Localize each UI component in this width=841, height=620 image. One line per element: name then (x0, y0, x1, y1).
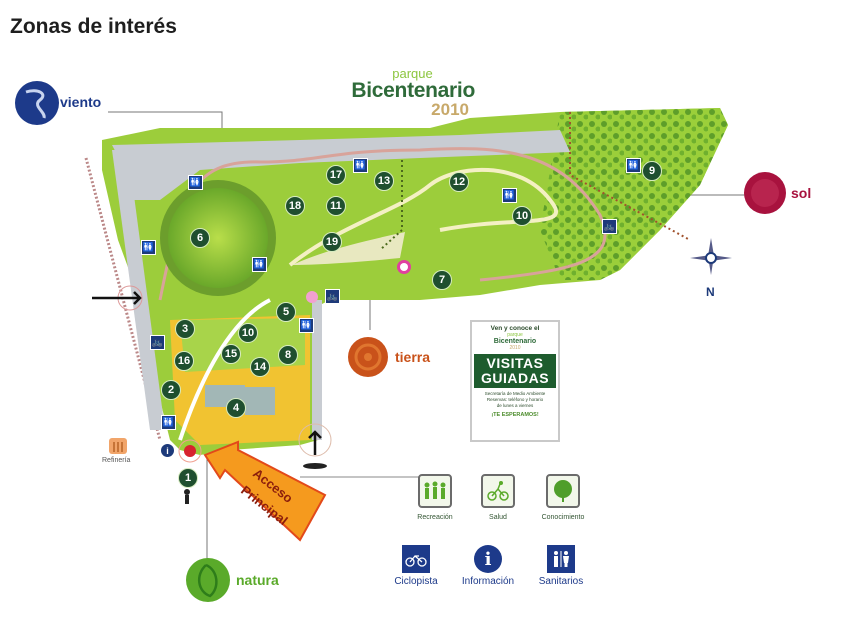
legend-restrooms[interactable] (547, 545, 575, 573)
logo-year: 2010 (431, 100, 469, 119)
people-icon (424, 481, 446, 499)
map-restroom-icon[interactable]: 🚻 (141, 240, 156, 255)
promo-line1: Ven y conoce el (490, 325, 540, 332)
compass-icon (690, 238, 732, 275)
map-marker-3[interactable]: 3 (175, 319, 195, 339)
legend-bike-lane-label: Ciclopista (394, 576, 438, 587)
legend-bike-lane[interactable] (402, 545, 430, 573)
map-marker-9[interactable]: 9 (642, 161, 662, 181)
promo-cta: ¡TE ESPERAMOS! (491, 412, 539, 418)
map-restroom-icon[interactable]: 🚻 (161, 415, 176, 430)
map-restroom-icon[interactable]: 🚻 (299, 318, 314, 333)
legend-knowledge-label: Conocimiento (541, 514, 585, 521)
promo-band: VISITAS GUIADAS (474, 354, 556, 388)
map-marker-7[interactable]: 7 (432, 270, 452, 290)
map-marker-16[interactable]: 16 (174, 351, 194, 371)
map-marker-1[interactable]: 1 (178, 468, 198, 488)
promo-info1: Secretaría de Medio Ambiente (484, 391, 546, 396)
bicycle-icon (405, 555, 427, 567)
compass-label: N (706, 285, 715, 299)
legend-recreation[interactable] (418, 474, 452, 508)
map-bicycle-icon[interactable]: 🚲 (602, 219, 617, 234)
access-arrow (203, 440, 327, 542)
promo-info2: Reservas: teléfono y horario (486, 397, 544, 402)
map-marker-10-west[interactable]: 10 (238, 323, 258, 343)
map-restroom-icon[interactable]: 🚻 (188, 175, 203, 190)
restroom-icon (554, 551, 569, 567)
promo-band-line1: VISITAS (486, 355, 544, 371)
info-icon[interactable]: i (474, 545, 502, 573)
map-marker-10-east[interactable]: 10 (512, 206, 532, 226)
car-entry-bottom (298, 423, 332, 469)
map-marker-19[interactable]: 19 (322, 232, 342, 252)
map-marker-8[interactable]: 8 (278, 345, 298, 365)
logo-parque: parque (392, 66, 433, 81)
legend-knowledge[interactable] (546, 474, 580, 508)
zone-viento-label[interactable]: viento (60, 94, 102, 110)
map-restroom-icon[interactable]: 🚻 (252, 257, 267, 272)
legend-health[interactable] (481, 474, 515, 508)
zone-tierra-label[interactable]: tierra (395, 349, 431, 365)
map-marker-14[interactable]: 14 (250, 357, 270, 377)
promo-line2: parque (507, 332, 523, 338)
map-marker-6[interactable]: 6 (190, 228, 210, 248)
guided-tours-card[interactable]: Ven y conoce el parque Bicentenario 2010… (470, 320, 560, 442)
legend-info-label: Información (461, 576, 515, 587)
legend-recreation-label: Recreación (417, 514, 453, 521)
map-marker-11[interactable]: 11 (326, 196, 346, 216)
map-marker-2[interactable]: 2 (161, 380, 181, 400)
legend-restrooms-label: Sanitarios (538, 576, 584, 587)
cyclist-icon (487, 481, 509, 501)
park-logo: parque Bicentenario 2010 (330, 66, 475, 119)
map-marker-4[interactable]: 4 (226, 398, 246, 418)
map-info-icon[interactable]: i (160, 443, 175, 458)
map-bicycle-icon[interactable]: 🚲 (150, 335, 165, 350)
logo-name: Bicentenario (351, 79, 475, 102)
car-entry-left (92, 285, 143, 311)
tree-icon (554, 480, 572, 502)
map-marker-13[interactable]: 13 (374, 171, 394, 191)
refinery-label: Refinería (102, 457, 131, 464)
map-marker-15[interactable]: 15 (221, 344, 241, 364)
legend-health-label: Salud (489, 514, 507, 521)
map-restroom-icon[interactable]: 🚻 (502, 188, 517, 203)
map-marker-18[interactable]: 18 (285, 196, 305, 216)
promo-info3: de lunes a viernes (496, 403, 534, 408)
map-restroom-icon[interactable]: 🚻 (626, 158, 641, 173)
promo-line4: 2010 (509, 345, 521, 351)
promo-line3: Bicentenario (493, 338, 537, 345)
map-marker-12[interactable]: 12 (449, 172, 469, 192)
zone-sol-label[interactable]: sol (791, 185, 812, 201)
map-marker-17[interactable]: 17 (326, 165, 346, 185)
map-bicycle-icon[interactable]: 🚲 (325, 289, 340, 304)
map-marker-5[interactable]: 5 (276, 302, 296, 322)
page-title: Zonas de interés (10, 15, 177, 38)
zone-natura-label[interactable]: natura (236, 572, 279, 588)
map-restroom-icon[interactable]: 🚻 (353, 158, 368, 173)
promo-band-line2: GUIADAS (480, 370, 550, 386)
